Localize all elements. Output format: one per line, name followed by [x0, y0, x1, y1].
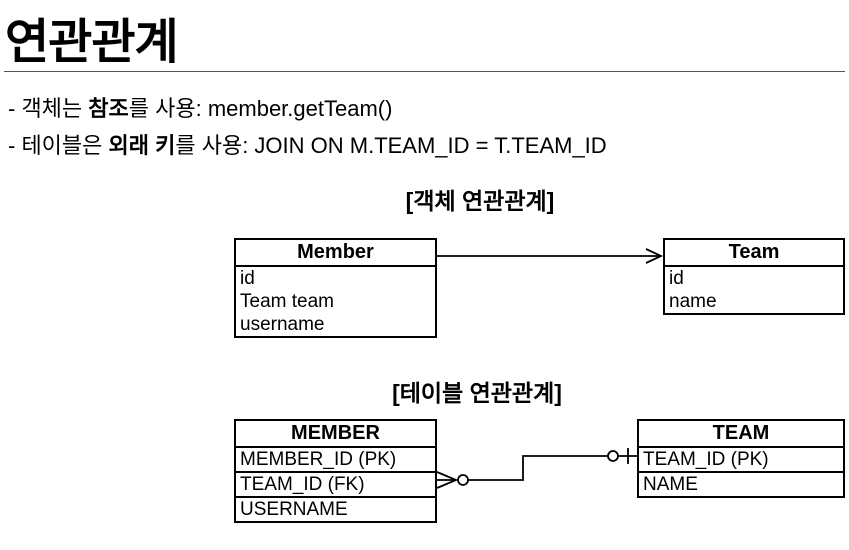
member-field-id: id	[240, 268, 255, 289]
bullet-object-reference: - 객체는 참조를 사용: member.getTeam()	[8, 95, 392, 123]
title-divider	[4, 71, 845, 72]
member-field-username: username	[240, 314, 325, 335]
team-column-name: NAME	[643, 474, 698, 495]
team-table-box: TEAM TEAM_ID (PK) NAME	[637, 419, 845, 498]
member-column-member-id: MEMBER_ID (PK)	[236, 448, 435, 473]
bullet-text: - 테이블은	[8, 133, 109, 158]
table-diagram-label: [테이블 연관관계]	[392, 380, 562, 406]
member-column-username: USERNAME	[240, 499, 348, 520]
team-table-title: TEAM	[639, 421, 843, 448]
member-column-team-id: TEAM_ID (FK)	[236, 473, 435, 498]
bullet-bold-text: 외래 키	[108, 133, 176, 158]
team-column-team-id: TEAM_ID (PK)	[639, 448, 843, 473]
object-association-arrow	[437, 248, 664, 264]
table-association-connector	[436, 448, 637, 489]
page-title: 연관관계	[5, 16, 179, 69]
team-class-box: Team id name	[663, 238, 845, 315]
team-class-title: Team	[665, 240, 843, 267]
bullet-text: - 객체는	[8, 96, 89, 121]
bullet-text: 를 사용: member.getTeam()	[128, 96, 393, 121]
team-field-id: id	[669, 268, 684, 289]
member-field-team: Team team	[240, 291, 334, 312]
bullet-text: 를 사용: JOIN ON M.TEAM_ID = T.TEAM_ID	[175, 133, 607, 158]
member-class-box: Member id Team team username	[234, 238, 437, 338]
bullet-bold-text: 참조	[88, 96, 129, 121]
bullet-table-foreign-key: - 테이블은 외래 키를 사용: JOIN ON M.TEAM_ID = T.T…	[8, 132, 607, 160]
object-diagram-label: [객체 연관관계]	[405, 188, 555, 214]
member-class-title: Member	[236, 240, 435, 267]
member-table-title: MEMBER	[236, 421, 435, 448]
team-field-name: name	[669, 291, 717, 312]
member-table-box: MEMBER MEMBER_ID (PK) TEAM_ID (FK) USERN…	[234, 419, 437, 523]
